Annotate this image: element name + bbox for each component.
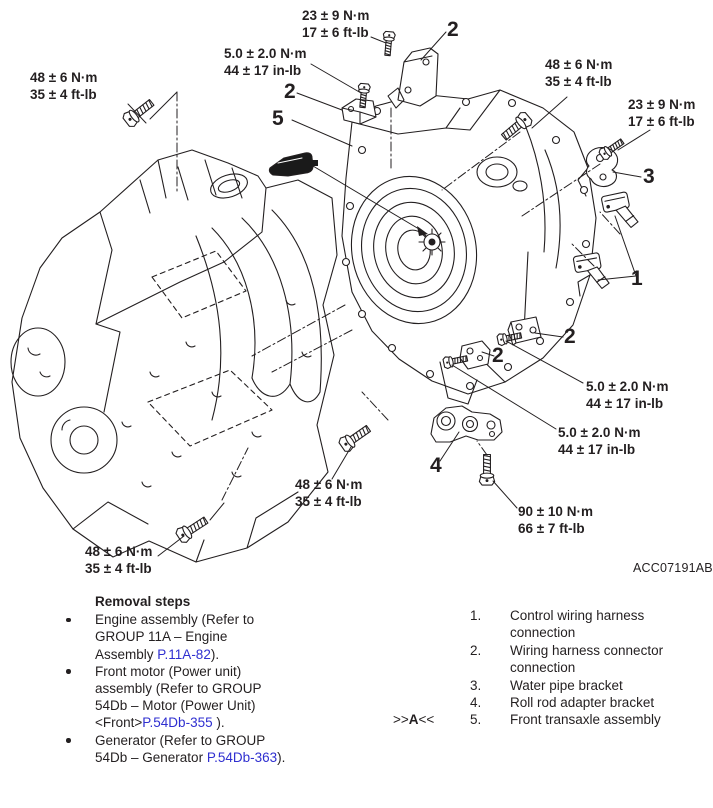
figure-code: ACC07191AB [633, 561, 713, 575]
clip-drawing [269, 153, 318, 176]
removal-steps-heading: Removal steps [95, 594, 191, 609]
engine-assembly-drawing [11, 150, 337, 562]
legend-label: Roll rod adapter bracket [510, 695, 655, 711]
legend-label: Control wiring harness connection [510, 608, 645, 641]
front-transaxle-drawing [338, 90, 596, 404]
procedure-marker-a: >>A<< [393, 712, 435, 728]
legend-label: Water pipe bracket [510, 677, 623, 693]
callout-number: 2 [492, 344, 504, 367]
bullet-icon [66, 617, 71, 623]
legend-item: >>A<< 5. Front transaxle assembly [393, 711, 690, 728]
bullet-icon [66, 738, 71, 743]
callout-number: 2 [284, 80, 296, 103]
harness-connector-lower-drawing [573, 252, 610, 293]
step-text: Generator (Refer to GROUP 54Db – Generat… [95, 732, 286, 765]
link-p54db-355[interactable]: P.54Db-355 [142, 715, 213, 731]
step-text: Front motor (Power unit) assembly (Refer… [95, 663, 262, 731]
legend-item: 1. Control wiring harness connection [393, 607, 690, 642]
link-p11a-82[interactable]: P.11A-82 [157, 646, 211, 662]
harness-bracket-small-drawing [342, 99, 376, 124]
legend-number: 5. [470, 712, 482, 728]
callout-number: 1 [631, 267, 643, 290]
removal-step-front-motor: Front motor (Power unit) assembly (Refer… [63, 663, 287, 732]
step-text: Engine assembly (Refer to GROUP 11A – En… [95, 612, 255, 662]
bolt-icon [120, 95, 158, 130]
bolt-icon [381, 30, 396, 57]
legend-item: 2. Wiring harness connector connection [393, 642, 690, 677]
bolt-icon [498, 109, 535, 144]
link-p54db-363[interactable]: P.54Db-363 [206, 749, 278, 765]
connector-bracket-right-drawing [508, 317, 541, 345]
harness-bracket-top-drawing [388, 48, 438, 108]
axis-dash-lines [177, 92, 620, 500]
callout-number: 3 [643, 165, 655, 188]
leader-lines [128, 32, 650, 556]
legend-label: Wiring harness connector connection [510, 642, 664, 676]
harness-connector-upper-drawing [601, 191, 639, 233]
callout-number: 2 [447, 18, 459, 41]
roll-rod-adapter-bracket-drawing [431, 406, 502, 442]
callout-number: 5 [272, 107, 284, 130]
bullet-icon [66, 669, 71, 674]
legend-number: 4. [470, 695, 482, 711]
callout-number: 2 [564, 325, 576, 348]
removal-step-generator: Generator (Refer to GROUP 54Db – Generat… [63, 732, 287, 766]
legend-item: 3. Water pipe bracket [393, 677, 690, 694]
legend-label: Front transaxle assembly [510, 712, 661, 728]
removal-steps-section: Removal steps Engine assembly (Refer to … [63, 593, 287, 766]
callout-number: 4 [430, 454, 442, 477]
legend-number: 2. [470, 642, 482, 658]
torque-converter-face [338, 165, 490, 336]
legend-item: 4. Roll rod adapter bracket [393, 694, 690, 711]
legend-section: 1. Control wiring harness connection 2. … [393, 607, 690, 729]
exploded-view-diagram [0, 30, 713, 588]
bolt-icon [336, 421, 374, 455]
removal-step-engine: Engine assembly (Refer to GROUP 11A – En… [63, 611, 287, 663]
legend-number: 3. [470, 677, 482, 693]
legend-number: 1. [470, 608, 482, 623]
bolt-icon [478, 454, 496, 486]
connector-bracket-left-drawing [460, 341, 490, 369]
